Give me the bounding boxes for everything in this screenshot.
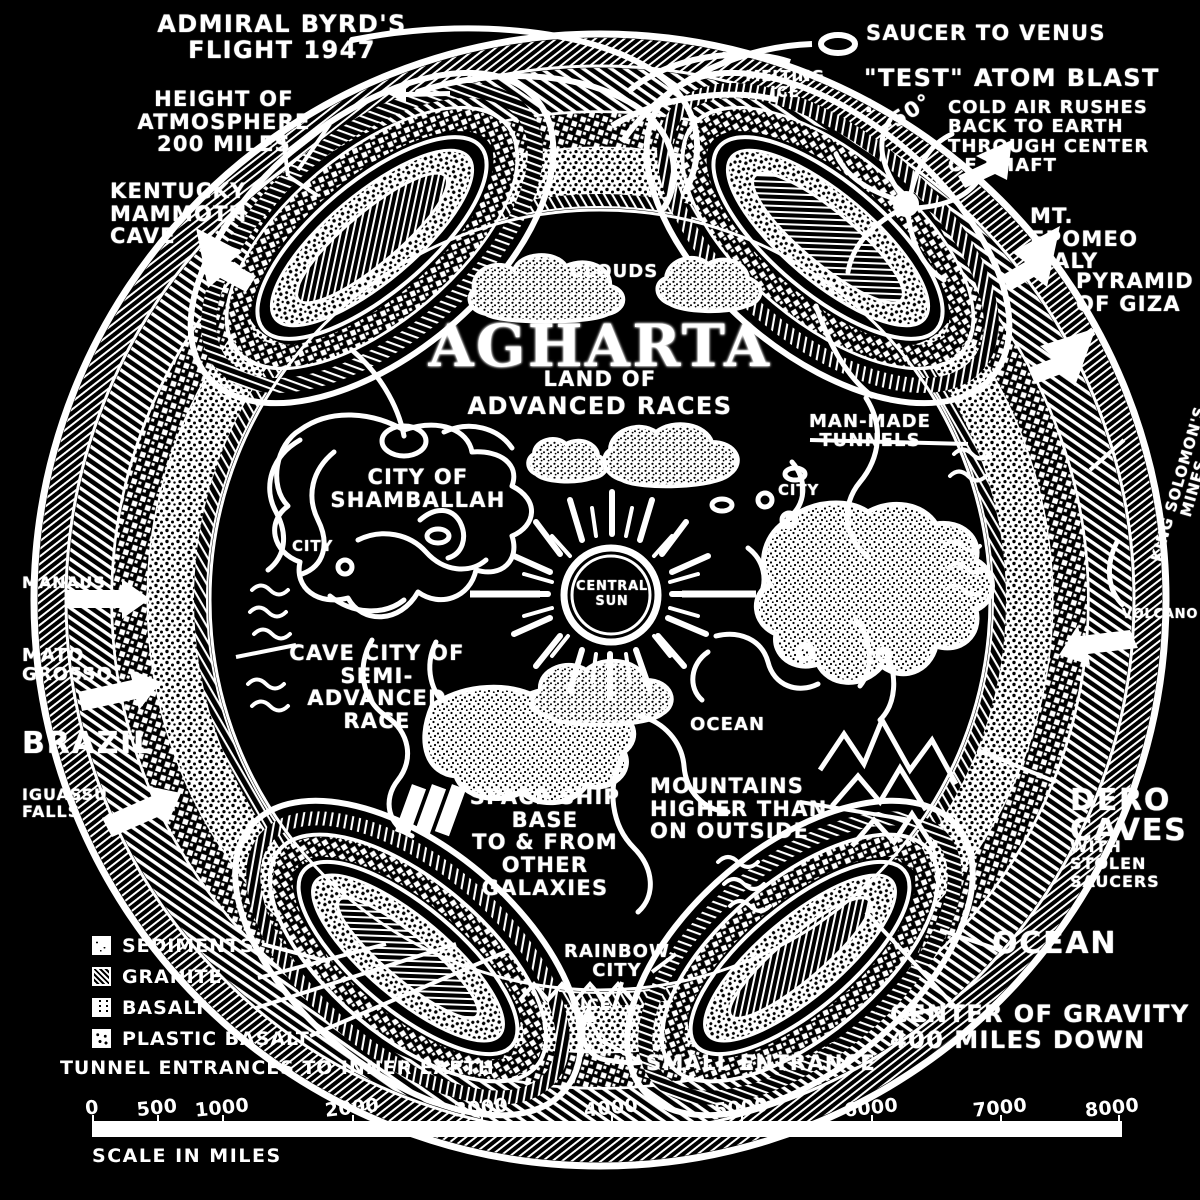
atom-blast xyxy=(833,117,983,283)
inner-mountains xyxy=(817,714,959,850)
label-ice: ICE xyxy=(580,995,612,1014)
label-ocean-inner: OCEAN xyxy=(690,714,766,735)
label-iguassu-falls: IGUASSU FALLS xyxy=(22,785,109,822)
legend-item-granite: GRANITE xyxy=(92,961,310,992)
right-continent xyxy=(753,500,995,685)
scale-tick-labels: 0 500 1000 2000 3000 4000 5000 6000 7000… xyxy=(84,1094,1140,1122)
mato-grosso-arrow xyxy=(78,669,161,711)
subtitle-line-2: ADVANCED RACES xyxy=(467,392,733,420)
legend-item-plastic-basalt: PLASTIC BASALT xyxy=(92,1023,310,1054)
water-squiggles xyxy=(246,447,992,913)
saucer-to-venus-path xyxy=(619,41,813,144)
king-solomons-leader xyxy=(1106,538,1126,608)
legend-label-basalt: BASALT xyxy=(122,996,208,1019)
legend-label-tunnel-entrances: TUNNEL ENTRANCES TO INNER EARTH xyxy=(60,1057,495,1079)
clouds xyxy=(467,253,763,727)
label-small-entrance: SMALL ENTRANCE xyxy=(646,1051,876,1075)
basalt-swatch-icon xyxy=(92,998,111,1017)
scale-caption: SCALE IN MILES xyxy=(92,1145,282,1167)
cold-air-arrow xyxy=(958,140,1012,188)
label-city-left: CITY xyxy=(292,537,334,555)
label-clouds: CLOUDS xyxy=(570,261,659,282)
central-sun xyxy=(470,489,756,701)
legend-item-tunnel-entrances: TUNNEL ENTRANCES TO INNER EARTH xyxy=(50,1057,495,1079)
saucer-icon xyxy=(818,32,858,56)
label-ocean-outer: OCEAN xyxy=(992,926,1118,961)
label-man-made-tunnels: MAN-MADE TUNNELS xyxy=(808,411,932,452)
label-atom-blast-heading: "TEST" ATOM BLAST : xyxy=(864,64,1160,118)
label-center-of-gravity: CENTER OF GRAVITY 400 MILES DOWN xyxy=(890,1000,1190,1054)
byrd-arrowhead xyxy=(388,86,450,103)
spaceship-runways xyxy=(394,784,467,837)
label-atom-blast-body: COLD AIR RUSHES BACK TO EARTH THROUGH CE… xyxy=(948,97,1150,177)
north-polar-opening-left xyxy=(187,69,557,407)
granite-swatch-icon xyxy=(92,967,111,986)
legend-label-plastic-basalt: PLASTIC BASALT xyxy=(122,1027,310,1050)
sediments-swatch-icon xyxy=(92,936,111,955)
label-mountains: MOUNTAINS HIGHER THAN ON OUTSIDE xyxy=(650,774,828,844)
label-pyramid-of-giza: PYRAMID OF GIZA xyxy=(1076,269,1194,316)
label-mato-grosso: MATO GROSSO xyxy=(22,645,113,686)
label-manaus: MANAUS xyxy=(22,573,106,592)
byrd-flight-path xyxy=(349,25,701,211)
kentucky-arrow xyxy=(196,228,256,292)
south-polar-opening-right xyxy=(624,797,976,1119)
iguassu-arrow xyxy=(102,786,181,837)
label-city-of-shamballah: CITY OF SHAMBALLAH xyxy=(330,465,506,512)
label-cave-city: CAVE CITY OF SEMI-ADVANCED RACE xyxy=(289,641,465,734)
inner-continents xyxy=(265,412,534,839)
label-mt-epomeo: MT. EPOMEO ITALY xyxy=(1030,204,1139,274)
subtitle-line-1: LAND OF xyxy=(543,367,657,391)
label-saucer-to-venus: SAUCER TO VENUS xyxy=(866,21,1106,45)
label-rainbow-city: RAINBOW CITY xyxy=(564,941,670,982)
page-title: AGHARTA xyxy=(428,312,772,380)
label-dero-caves-sub: WITH STOLEN SAUCERS xyxy=(1070,837,1160,891)
small-entrance-leader xyxy=(580,1010,643,1066)
scale-bar: 0 500 1000 2000 3000 4000 5000 6000 7000… xyxy=(84,1094,1140,1167)
volcano-arrow xyxy=(1059,625,1138,665)
label-melting-ice: MELTING ICE xyxy=(745,67,825,102)
pyramid-arrow xyxy=(1028,328,1096,386)
label-dero-caves: DERO CAVES xyxy=(1070,783,1188,848)
mt-epomeo-arrow xyxy=(1001,226,1060,291)
scale-bar-track xyxy=(92,1115,1122,1137)
legend-label-granite: GRANITE xyxy=(122,965,223,988)
legend-label-sediments: SEDIMENTS xyxy=(122,934,255,957)
manaus-arrow xyxy=(66,579,150,619)
plastic-basalt-swatch-icon xyxy=(92,1029,111,1048)
label-city-right: CITY xyxy=(778,481,820,499)
label-kentucky-mammoth-cave: KENTUCKY MAMMOTH CAVE xyxy=(110,179,248,249)
label-space-ship-base: SPACE SHIP BASE TO & FROM OTHER GALAXIES xyxy=(469,785,621,900)
ice-band xyxy=(518,980,634,1004)
legend-item-basalt: BASALT xyxy=(92,992,310,1023)
legend: SEDIMENTS GRANITE BASALT PLASTIC BASALT xyxy=(92,930,310,1054)
label-central-sun: CENTRAL SUN xyxy=(576,579,648,609)
north-polar-opening-right xyxy=(643,69,1013,407)
label-volcano: VOLCANO xyxy=(1122,607,1199,622)
leader-lines xyxy=(235,122,1126,1064)
inner-city-markers xyxy=(335,423,893,664)
label-brazil: BRAZIL xyxy=(22,726,155,761)
label-byrd-flight: ADMIRAL BYRD'S FLIGHT 1947 xyxy=(157,10,407,64)
label-height-of-atmosphere: HEIGHT OF ATMOSPHERE 200 MILES xyxy=(137,87,311,157)
legend-item-sediments: SEDIMENTS xyxy=(92,930,310,961)
